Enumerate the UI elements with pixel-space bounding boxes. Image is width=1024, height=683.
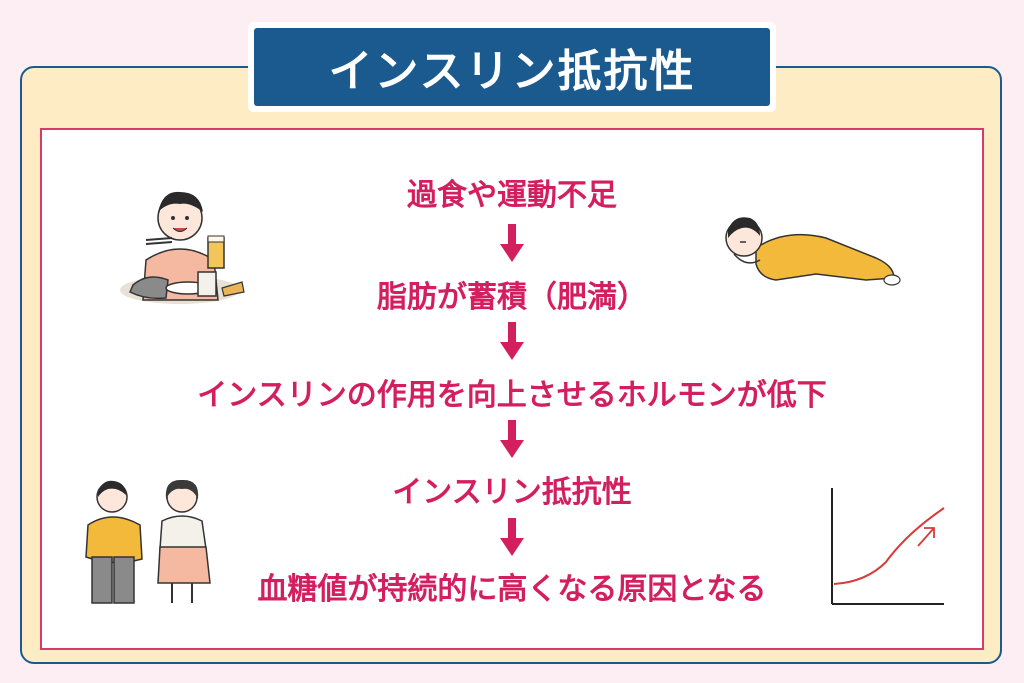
lying-person-illustration bbox=[725, 217, 901, 286]
down-arrow-icon bbox=[500, 224, 524, 262]
step-4: インスリン抵抗性 bbox=[392, 475, 632, 510]
eating-person-illustration bbox=[120, 191, 245, 304]
step-2: 脂肪が蓄積（肥満） bbox=[377, 280, 647, 315]
worried-couple-illustration bbox=[85, 479, 211, 604]
down-arrow-icon bbox=[500, 420, 524, 458]
page-title: インスリン抵抗性 bbox=[254, 28, 770, 106]
title-banner: インスリン抵抗性 bbox=[248, 22, 776, 112]
down-arrow-icon bbox=[500, 322, 524, 360]
step-3: インスリンの作用を向上させるホルモンが低下 bbox=[197, 378, 827, 413]
step-1: 過食や運動不足 bbox=[407, 178, 617, 213]
down-arrow-icon bbox=[500, 518, 524, 556]
rising-curve-graph bbox=[831, 488, 945, 605]
step-5: 血糖値が持続的に高くなる原因となる bbox=[257, 572, 767, 607]
